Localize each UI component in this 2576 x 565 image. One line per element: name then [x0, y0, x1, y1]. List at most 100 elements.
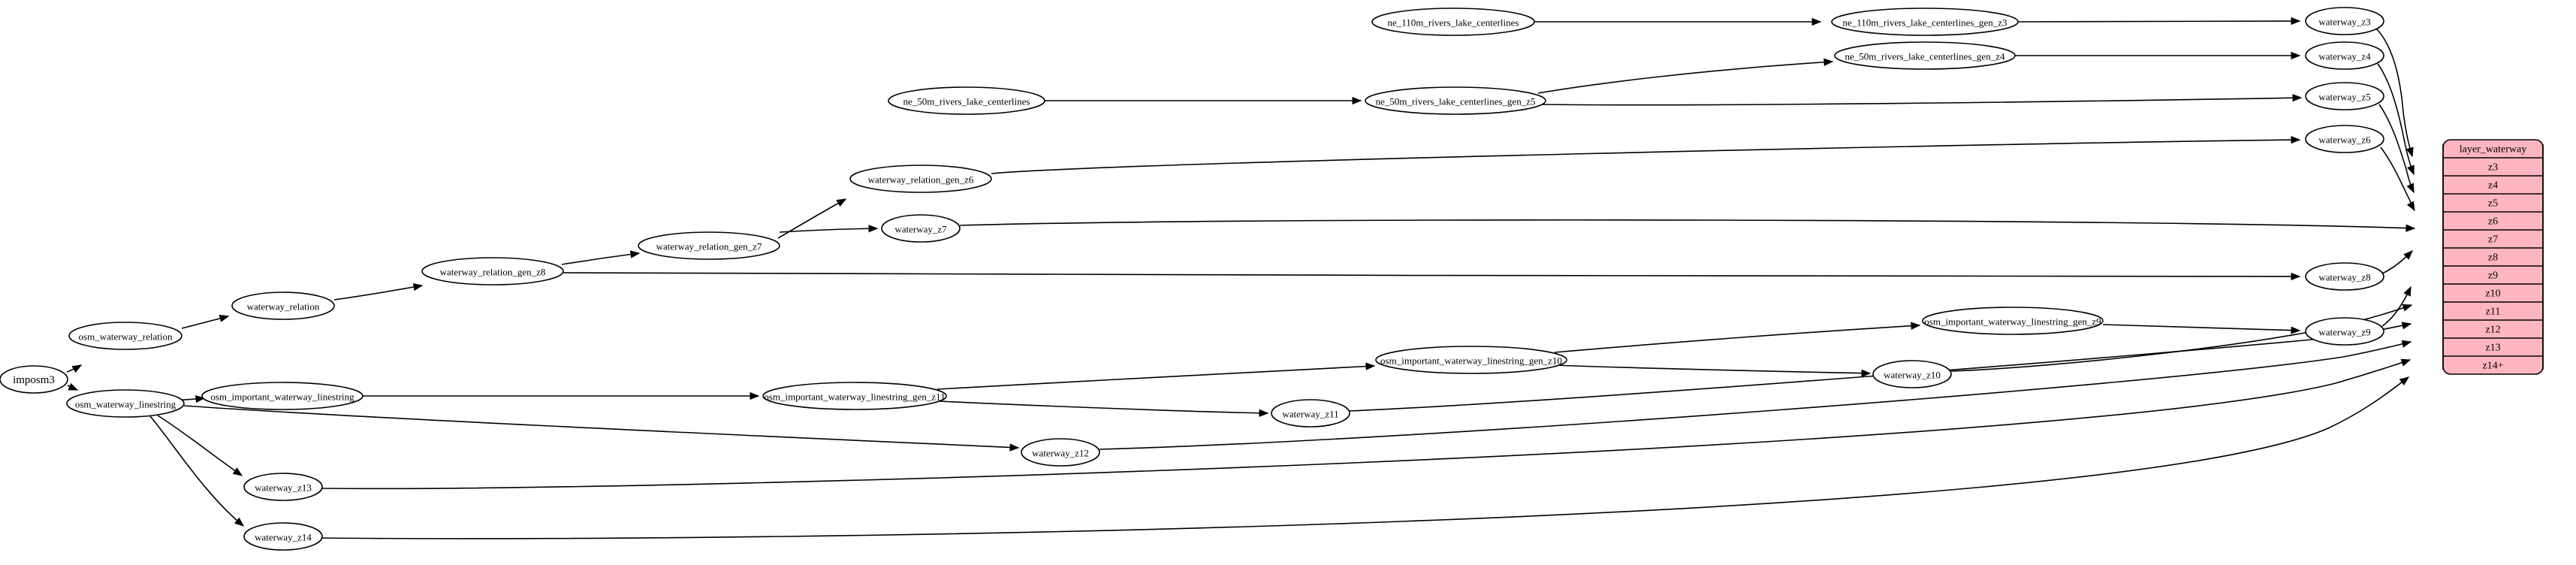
node-waterway_z9[interactable]: waterway_z9 [2305, 317, 2384, 346]
table-row-z6[interactable]: z6 [2443, 211, 2543, 228]
edge-waterway_z5-to-table-z5 [2378, 104, 2415, 194]
node-ne_50m_rivers_lake_centerlines_gen_z4[interactable]: ne_50m_rivers_lake_centerlines_gen_z4 [1834, 41, 2016, 70]
node-osm_important_waterway_linestring_gen_z10[interactable]: osm_important_waterway_linestring_gen_z1… [1375, 346, 1567, 374]
node-ne_110m_rivers_lake_centerlines_gen_z3[interactable]: ne_110m_rivers_lake_centerlines_gen_z3 [1831, 8, 2019, 36]
arrow-head [2406, 183, 2415, 194]
node-ellipse [1375, 346, 1567, 374]
arrow-head [750, 391, 760, 400]
node-waterway_relation_gen_z8[interactable]: waterway_relation_gen_z8 [421, 257, 564, 286]
table-row-z9[interactable]: z9 [2443, 265, 2543, 282]
node-ellipse [849, 165, 992, 193]
edge-waterway_relation-to-waterway_relation_gen_z8 [333, 282, 424, 301]
node-label: osm_important_waterway_linestring_gen_z1… [1380, 355, 1562, 367]
arrow-head [2400, 358, 2412, 367]
node-osm_important_waterway_linestring_gen_z9[interactable]: osm_important_waterway_linestring_gen_z9 [1922, 307, 2104, 335]
node-ellipse [1834, 41, 2016, 70]
edge-osm_important_waterway_linestring-to-gen_z11 [363, 391, 760, 400]
arrow-head [1352, 96, 1362, 105]
edge-line [2375, 28, 2413, 157]
layer-waterway-table: layer_waterwayz3z4z5z6z7z8z9z10z11z12z13… [2442, 139, 2544, 375]
arrow-head [2291, 17, 2301, 26]
node-osm_waterway_linestring[interactable]: osm_waterway_linestring [66, 389, 185, 418]
table-row-label: z5 [2488, 198, 2498, 210]
node-waterway_z14[interactable]: waterway_z14 [243, 522, 323, 551]
arrow-head [629, 250, 641, 258]
arrow-head [2399, 376, 2410, 386]
arrow-head [2406, 147, 2414, 158]
edge-gen_z11-to-waterway_z11 [938, 400, 1269, 417]
table-row-z10[interactable]: z10 [2443, 283, 2543, 300]
edge-waterway_z4-to-table-z4 [2377, 63, 2415, 176]
node-waterway_z13[interactable]: waterway_z13 [243, 473, 323, 501]
arrow-head [2292, 94, 2303, 102]
node-label: waterway_relation [247, 301, 320, 313]
node-waterway_z3[interactable]: waterway_z3 [2305, 7, 2384, 35]
node-waterway_relation_gen_z7[interactable]: waterway_relation_gen_z7 [638, 231, 780, 260]
edge-waterway_relation_gen_z8-to-waterway_relation_gen_z7 [561, 250, 641, 265]
edge-line [321, 376, 2409, 539]
node-ne_50m_rivers_lake_centerlines_gen_z5[interactable]: ne_50m_rivers_lake_centerlines_gen_z5 [1365, 86, 1546, 115]
edge-gen_z3-to-waterway_z3 [2017, 17, 2301, 26]
node-waterway_relation_gen_z6[interactable]: waterway_relation_gen_z6 [849, 165, 992, 193]
edge-ne_50m-to-gen_z5 [1045, 96, 1362, 105]
node-osm_important_waterway_linestring[interactable]: osm_important_waterway_linestring [201, 382, 363, 410]
node-waterway_z8[interactable]: waterway_z8 [2305, 262, 2384, 291]
node-label: waterway_relation_gen_z8 [440, 267, 546, 278]
table-row-label: z4 [2488, 180, 2498, 192]
node-waterway_z5[interactable]: waterway_z5 [2305, 82, 2384, 110]
node-ellipse [2305, 125, 2384, 153]
arrow-head [1259, 409, 1269, 417]
edge-waterway_relation_gen_z7-to-waterway_z7 [779, 225, 879, 233]
table-row-z3[interactable]: z3 [2443, 157, 2543, 174]
table-row-z7[interactable]: z7 [2443, 229, 2543, 246]
edge-line [777, 198, 846, 239]
edge-gen_z9-to-waterway_z9 [2102, 324, 2301, 334]
edge-imposm3-to-osm_waterway_linestring [67, 382, 79, 391]
node-label: waterway_relation_gen_z7 [656, 241, 762, 252]
node-label: waterway_z7 [894, 224, 947, 235]
table-row-z8[interactable]: z8 [2443, 247, 2543, 264]
node-label: waterway_relation_gen_z6 [868, 174, 974, 186]
node-osm_waterway_relation[interactable]: osm_waterway_relation [68, 322, 182, 350]
node-waterway_z4[interactable]: waterway_z4 [2305, 41, 2384, 70]
edge-waterway_relation_gen_z8-to-waterway_z8 [563, 272, 2301, 281]
node-waterway_z11[interactable]: waterway_z11 [1271, 399, 1350, 428]
node-label: osm_waterway_linestring [75, 399, 176, 410]
edge-line [1540, 97, 2302, 106]
edge-waterway_z14-to-table-z14 [321, 376, 2410, 539]
node-label: osm_important_waterway_linestring [210, 391, 354, 403]
edge-line [2017, 20, 2300, 23]
node-imposm3[interactable]: imposm3 [0, 365, 68, 394]
table-row-z13[interactable]: z13 [2443, 337, 2543, 354]
node-ellipse [243, 522, 323, 551]
table-row-label: z11 [2486, 307, 2501, 318]
node-waterway_z7[interactable]: waterway_z7 [881, 214, 961, 243]
edge-waterway_z10-to-table-z10 [1950, 304, 2413, 372]
edge-waterway_z6-to-table-z6 [2380, 147, 2415, 212]
table-row-label: z8 [2488, 252, 2498, 264]
node-ne_110m_rivers_lake_centerlines[interactable]: ne_110m_rivers_lake_centerlines [1371, 8, 1535, 36]
arrow-head [868, 225, 879, 233]
table-row-label: z14+ [2482, 361, 2503, 372]
node-osm_important_waterway_linestring_gen_z11[interactable]: osm_important_waterway_linestring_gen_z1… [762, 382, 947, 410]
table-row-z11[interactable]: z11 [2443, 301, 2543, 318]
node-label: ne_50m_rivers_lake_centerlines_gen_z5 [1376, 96, 1536, 107]
node-waterway_z10[interactable]: waterway_z10 [1872, 360, 1952, 388]
node-ellipse [0, 365, 68, 394]
table-row-label: z7 [2488, 234, 2498, 246]
arrow-head [232, 467, 243, 476]
node-label: ne_50m_rivers_lake_centerlines [903, 96, 1030, 107]
node-waterway_relation[interactable]: waterway_relation [231, 292, 335, 320]
edge-imposm3-to-osm_waterway_relation [66, 364, 83, 373]
node-waterway_z12[interactable]: waterway_z12 [1021, 438, 1100, 467]
table-row-z4[interactable]: z4 [2443, 175, 2543, 192]
node-ne_50m_rivers_lake_centerlines[interactable]: ne_50m_rivers_lake_centerlines [888, 86, 1045, 115]
table-row-z5[interactable]: z5 [2443, 193, 2543, 210]
table-row-z12[interactable]: z12 [2443, 319, 2543, 336]
edge-line [1554, 364, 1871, 374]
edge-waterway_z3-to-table-z3 [2375, 28, 2414, 158]
edge-line [2102, 324, 2300, 331]
node-waterway_z6[interactable]: waterway_z6 [2305, 125, 2384, 153]
table-row-z14plus[interactable]: z14+ [2443, 355, 2543, 372]
